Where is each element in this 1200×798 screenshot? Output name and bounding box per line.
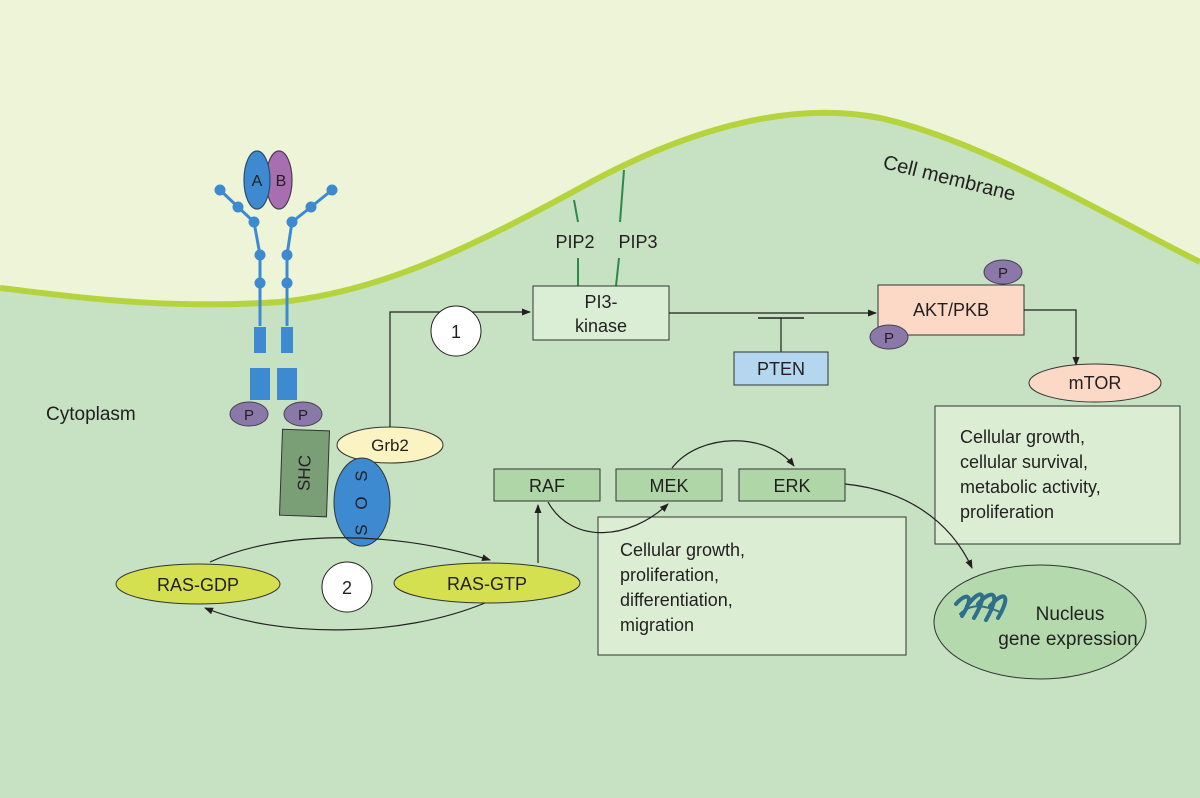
ras-gdp-label: RAS-GDP bbox=[157, 575, 239, 595]
subunit-a-ellipse bbox=[243, 150, 271, 210]
subunit-a-label: A bbox=[252, 173, 263, 190]
ras-gtp-label: RAS-GTP bbox=[447, 574, 527, 594]
pten-label: PTEN bbox=[757, 359, 805, 379]
ras-gdp-ellipse bbox=[115, 563, 281, 605]
pip3-lipid-upper bbox=[619, 169, 625, 223]
mapk-outcome-line1: Cellular growth, bbox=[620, 540, 745, 560]
sos-letter-s2: S bbox=[352, 524, 371, 535]
akt-phospho-top-label: P bbox=[998, 265, 1008, 282]
dna-icon bbox=[954, 592, 1008, 622]
pi3k-label-line2: kinase bbox=[575, 316, 627, 336]
mek-to-erk-arrow bbox=[671, 440, 795, 469]
shc-box bbox=[278, 428, 331, 518]
pi3k-label-line1: PI3- bbox=[584, 292, 617, 312]
shc-label: SHC bbox=[294, 455, 314, 492]
receptor-phospho-left bbox=[229, 401, 269, 427]
ras-activation-arrow bbox=[209, 537, 491, 563]
receptor-phospho-right bbox=[283, 401, 323, 427]
akt-phospho-top bbox=[983, 259, 1023, 285]
cell-membrane-line bbox=[0, 109, 1200, 308]
akt-outcome-line1: Cellular growth, bbox=[960, 427, 1085, 447]
ras-gtp-ellipse bbox=[393, 562, 581, 604]
akt-outcome-line4: proliferation bbox=[960, 502, 1054, 522]
ras-inactivation-arrow bbox=[204, 602, 486, 631]
pip3-lipid-lower bbox=[615, 257, 620, 287]
akt-outcome-box bbox=[934, 405, 1181, 545]
nucleus-label-line1: Nucleus bbox=[1036, 604, 1105, 625]
pi3k-box bbox=[532, 285, 670, 341]
subunit-b-label: B bbox=[276, 173, 287, 190]
pip2-lipid-upper bbox=[573, 199, 579, 223]
receptor-phospho-left-label: P bbox=[244, 407, 254, 424]
raf-label: RAF bbox=[529, 476, 565, 496]
erk-box bbox=[738, 468, 846, 502]
ras-cycle-marker-label: 2 bbox=[342, 578, 352, 598]
pip3-label: PIP3 bbox=[618, 232, 657, 252]
akt-box bbox=[877, 284, 1025, 336]
akt-to-mtor-arrow bbox=[1024, 309, 1080, 366]
raf-to-mek-arrow bbox=[547, 501, 669, 534]
erk-label: ERK bbox=[773, 476, 810, 496]
mtor-ellipse bbox=[1028, 363, 1162, 403]
nucleus-ellipse bbox=[933, 564, 1147, 680]
akt-phospho-bottom bbox=[869, 324, 909, 350]
cytoplasm-label: Cytoplasm bbox=[46, 404, 136, 425]
mtor-label: mTOR bbox=[1069, 373, 1122, 393]
raf-box bbox=[493, 468, 601, 502]
mek-box bbox=[615, 468, 723, 502]
mapk-outcome-box bbox=[597, 516, 907, 656]
akt-phospho-bottom-label: P bbox=[884, 330, 894, 347]
grb2-to-pi3k-arrow bbox=[389, 308, 531, 427]
sos-ellipse bbox=[333, 457, 391, 547]
receptor-chain-beads bbox=[214, 184, 338, 289]
mapk-outcome-line2: proliferation, bbox=[620, 565, 719, 585]
sos-letter-o: O bbox=[352, 496, 371, 509]
extracellular-space bbox=[0, 0, 1200, 305]
sos-letter-s1: S bbox=[352, 470, 371, 481]
erk-to-nucleus-arrow bbox=[844, 483, 973, 569]
ras-cycle-marker-circle bbox=[321, 561, 373, 613]
pi3k-marker-label: 1 bbox=[451, 322, 461, 342]
pten-box bbox=[733, 351, 829, 386]
receptor-transmembrane-blocks bbox=[250, 327, 297, 400]
akt-outcome-line2: cellular survival, bbox=[960, 452, 1088, 472]
receptor-phospho-right-label: P bbox=[298, 407, 308, 424]
akt-outcome-line3: metabolic activity, bbox=[960, 477, 1101, 497]
pi3k-marker-circle bbox=[430, 305, 482, 357]
nucleus-label-line2: gene expression bbox=[998, 629, 1137, 650]
mek-label: MEK bbox=[649, 476, 688, 496]
mapk-outcome-line4: migration bbox=[620, 615, 694, 635]
akt-label: AKT/PKB bbox=[913, 300, 989, 320]
pip2-label: PIP2 bbox=[555, 232, 594, 252]
mapk-outcome-line3: differentiation, bbox=[620, 590, 733, 610]
grb2-label: Grb2 bbox=[371, 436, 409, 455]
